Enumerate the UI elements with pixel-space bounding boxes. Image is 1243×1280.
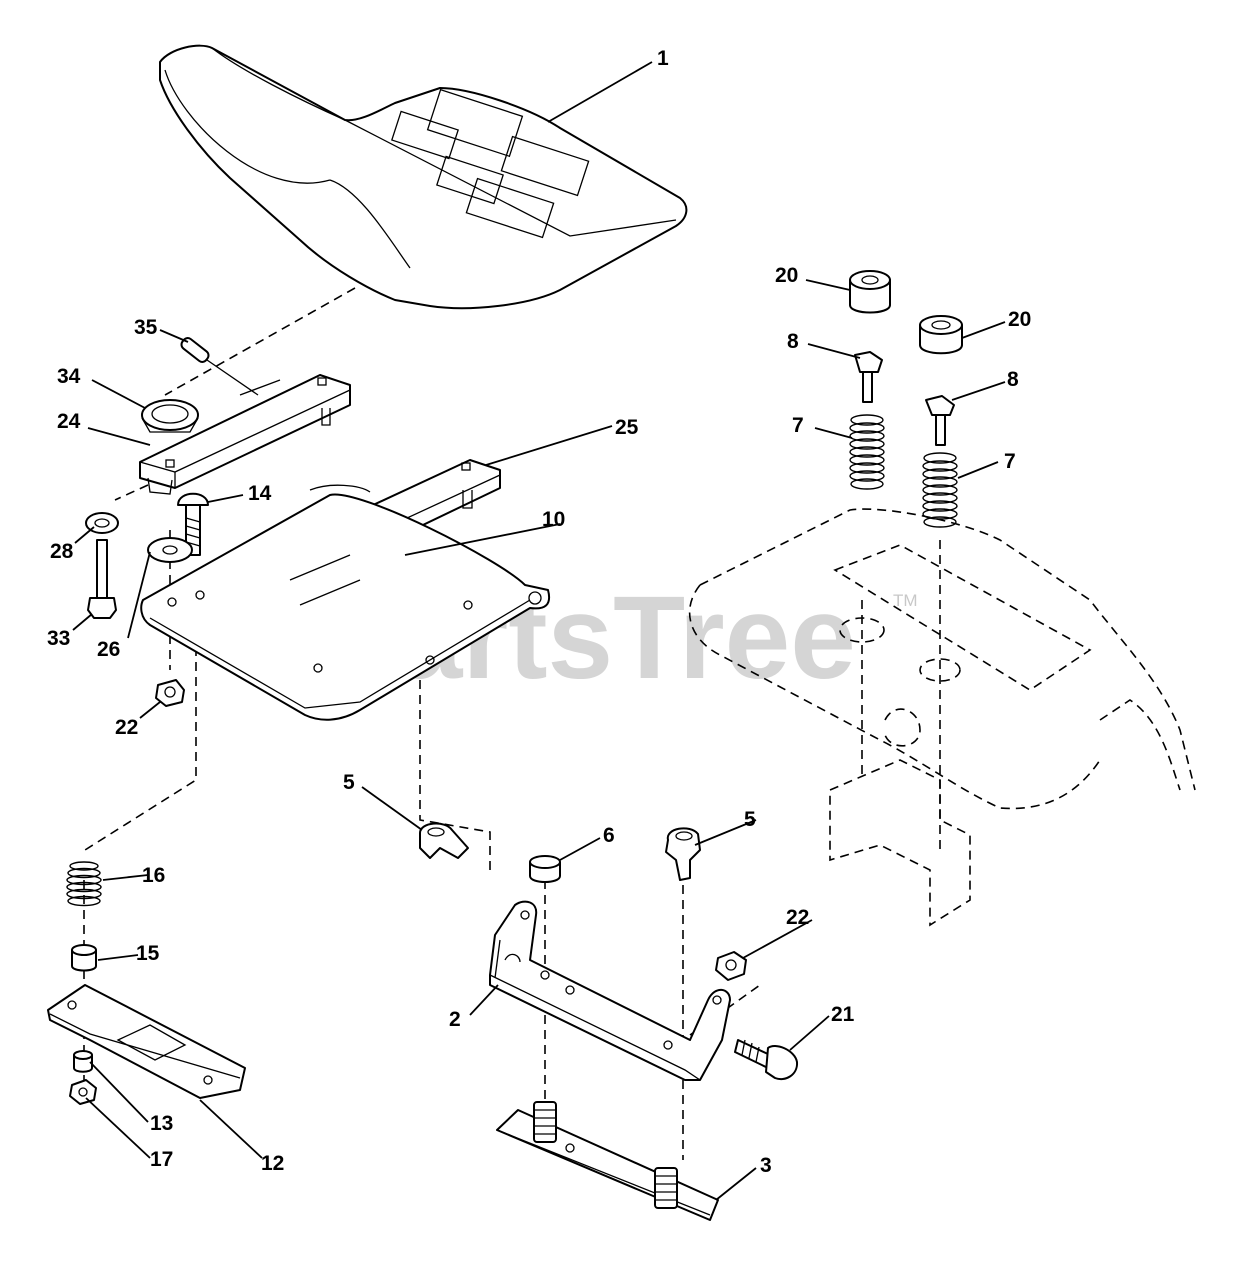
nut-17 [69, 1079, 97, 1105]
callout-22-left: 22 [115, 716, 138, 739]
fender-frame [688, 508, 1196, 927]
bolt-right [925, 395, 955, 446]
watermark-trademark: TM [893, 591, 918, 610]
carriage-bolt [177, 492, 209, 556]
callout-24: 24 [57, 410, 81, 433]
spacer-13 [73, 1050, 93, 1073]
bolt-33 [87, 539, 117, 619]
bushing-right [919, 315, 963, 355]
spring-plate [496, 1101, 719, 1221]
callout-34: 34 [57, 365, 81, 388]
callout-10: 10 [542, 508, 565, 531]
callout-20-left: 20 [775, 264, 798, 287]
nut-22-right [715, 951, 747, 981]
callout-12: 12 [261, 1152, 284, 1175]
callouts: 1 25 10 14 35 34 24 28 26 33 22 20 20 8 … [47, 47, 1031, 1177]
callout-1: 1 [657, 47, 669, 70]
callout-28: 28 [50, 540, 74, 563]
callout-33: 33 [47, 627, 70, 650]
callout-22-right: 22 [786, 906, 809, 929]
callout-2: 2 [449, 1008, 461, 1031]
bushing-left [849, 270, 891, 314]
callout-21: 21 [831, 1003, 855, 1026]
spring-right [922, 452, 958, 528]
clip-left [419, 822, 469, 859]
seat [159, 44, 688, 310]
leader-lines [72, 61, 1006, 1201]
bolt-left [854, 351, 883, 403]
bolt-21 [734, 1039, 799, 1081]
rail-left [139, 374, 351, 495]
spring-16 [66, 861, 102, 907]
callout-5-right: 5 [744, 808, 756, 831]
callout-17: 17 [150, 1148, 173, 1171]
callout-3: 3 [760, 1154, 772, 1177]
nut-22-left [155, 679, 185, 707]
callout-35: 35 [134, 316, 158, 339]
knob [141, 399, 199, 433]
bumper [529, 855, 561, 883]
callout-16: 16 [142, 864, 165, 887]
callout-14: 14 [248, 482, 272, 505]
callout-8-left: 8 [787, 330, 799, 353]
callout-6: 6 [603, 824, 615, 847]
callout-26: 26 [97, 638, 120, 661]
clip-right [665, 827, 701, 881]
callout-7-left: 7 [792, 414, 804, 437]
callout-5-left: 5 [343, 771, 355, 794]
seat-pan [140, 484, 550, 721]
callout-8-right: 8 [1007, 368, 1019, 391]
callout-7-right: 7 [1004, 450, 1016, 473]
spacer-15 [71, 944, 97, 972]
adjust-lever [47, 984, 246, 1099]
callout-13: 13 [150, 1112, 173, 1135]
pivot-bracket [489, 900, 731, 1081]
callout-15: 15 [136, 942, 160, 965]
callout-25: 25 [615, 416, 639, 439]
callout-20-right: 20 [1008, 308, 1031, 331]
spring-left [849, 414, 885, 490]
washer-26 [147, 537, 193, 563]
